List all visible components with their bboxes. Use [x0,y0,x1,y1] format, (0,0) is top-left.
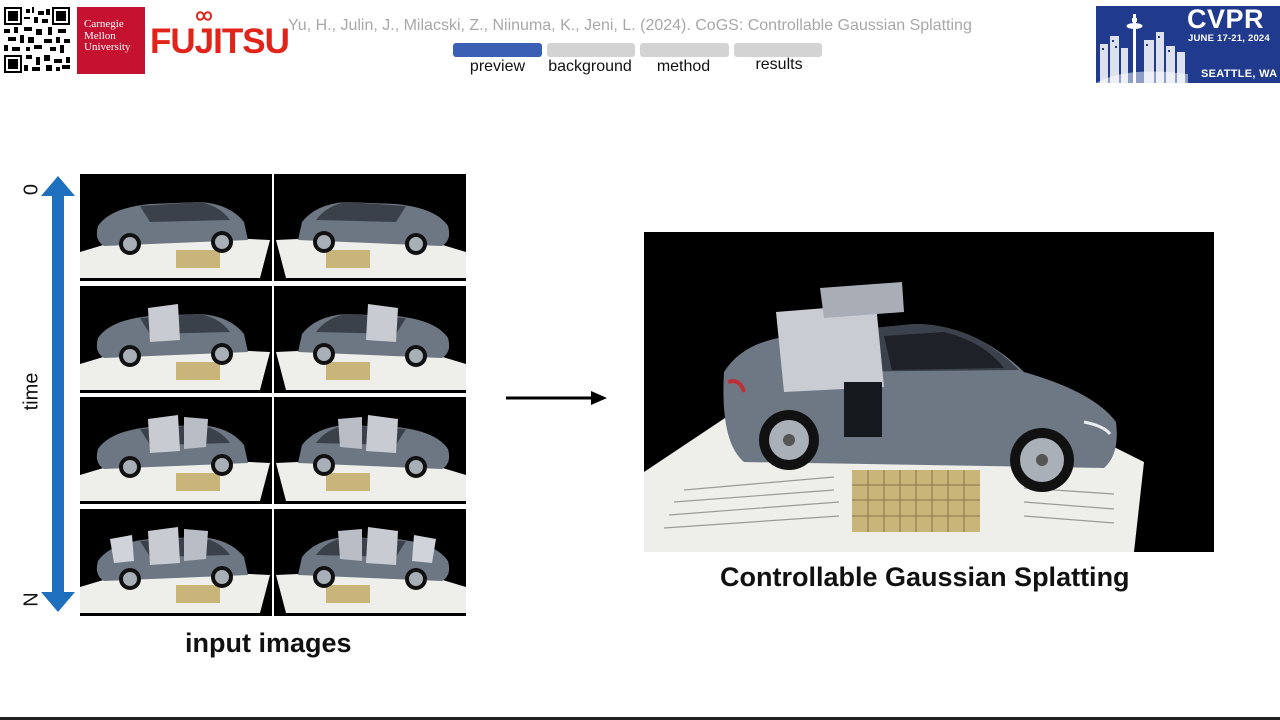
tab-background-bar[interactable] [547,43,635,57]
bottom-divider [0,717,1280,720]
time-axis-arrow [41,176,75,612]
tab-results[interactable]: results [755,56,803,73]
cmu-logo[interactable]: Carnegie Mellon University [77,7,145,74]
tab-preview-bar[interactable] [453,43,542,57]
tab-results-bar[interactable] [734,43,822,57]
qr-code[interactable] [4,7,70,73]
cvpr-dates: JUNE 17-21, 2024 [1188,33,1270,44]
input-image-thumbnail [274,509,466,616]
tab-method-bar[interactable] [640,43,729,57]
cmu-logo-line-2: Mellon [84,29,116,42]
input-image-thumbnail [80,174,272,281]
citation-text: Yu, H., Julin, J., Milacski, Z., Niinuma… [288,17,972,34]
time-axis-label: time [20,372,43,411]
time-axis-start: 0 [20,183,43,196]
seattle-skyline-icon [1096,6,1280,83]
cvpr-title: CVPR [1187,4,1265,34]
tab-method[interactable]: method [656,58,711,75]
input-image-thumbnail [274,397,466,504]
cvpr-logo[interactable] [1096,6,1280,83]
tab-background[interactable]: background [548,58,632,75]
gaussian-splatting-render [644,232,1214,552]
input-image-thumbnail [80,509,272,616]
fujitsu-infinity-icon [195,11,213,21]
input-image-thumbnail [274,174,466,281]
fujitsu-logo[interactable]: FUJITSU [150,22,290,61]
time-axis-end: N [20,592,43,607]
cvpr-city: SEATTLE, WA [1201,68,1278,80]
right-arrow-icon [506,391,607,405]
input-image-thumbnail [274,286,466,393]
cmu-logo-line-3: University [84,41,131,53]
input-images-caption: input images [185,628,352,658]
tab-preview[interactable]: preview [469,58,526,75]
output-caption: Controllable Gaussian Splatting [720,562,1130,592]
input-image-thumbnail [80,286,272,393]
cmu-logo-line-1: Carnegie [84,18,124,30]
input-image-thumbnail [80,397,272,504]
